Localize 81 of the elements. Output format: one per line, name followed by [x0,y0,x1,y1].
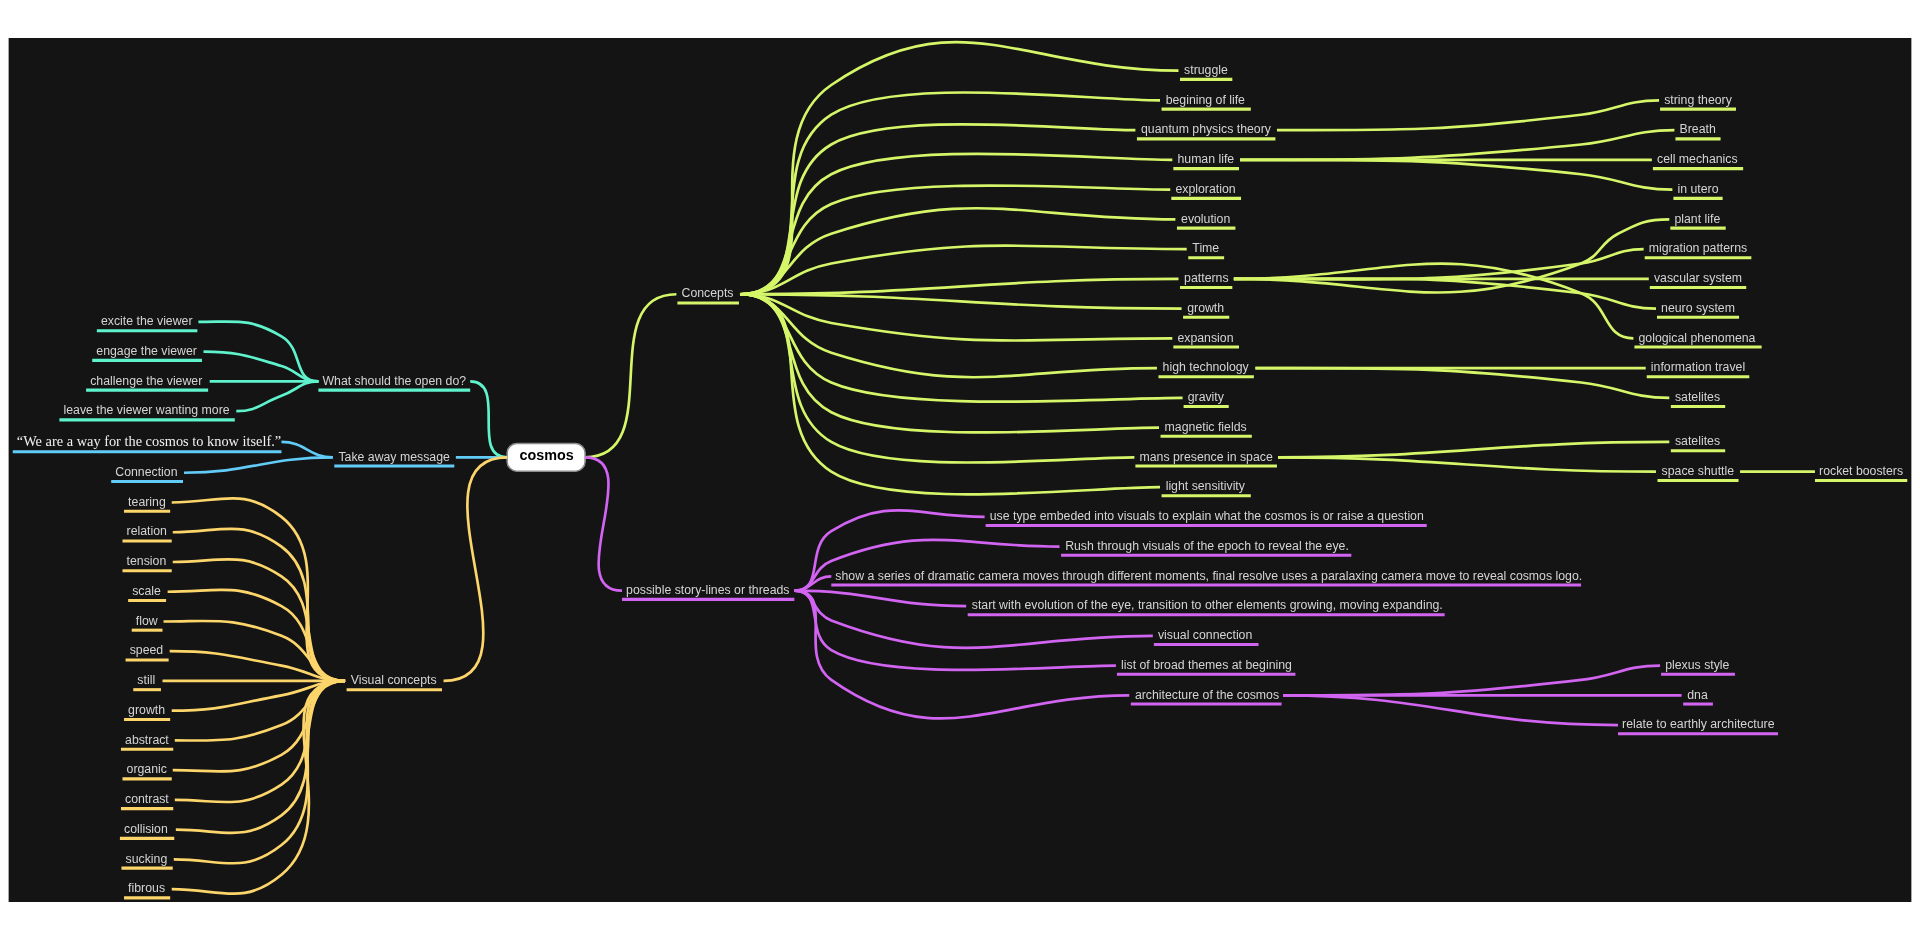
connector [169,649,346,682]
node-text: “We are a way for the cosmos to know itself.” [16,432,282,449]
connector [1255,366,1670,399]
node-text: plant life [1674,211,1721,226]
node-text: sucking [125,851,168,866]
connector [794,588,1130,720]
node-text: quantum physics theory [1141,121,1271,136]
node-text: migration patterns [1648,240,1748,255]
connector [1740,469,1815,473]
node-text: Connection [115,464,178,479]
connector [1276,98,1660,131]
node-text: Visual concepts [350,672,437,687]
node-text: tension [126,553,167,568]
node-text: growth [1187,300,1225,315]
node-text: cell mechanics [1656,151,1738,166]
node-text: flow [135,613,158,628]
node-text: use type embeded into visuals to explain what the cosmos is or raise a question [989,508,1424,523]
node-text: relate to earthly architecture [1622,716,1775,731]
node-text: challenge the viewer [90,373,203,388]
node-text: organic [126,761,167,776]
node-text: possible story-lines or threads [626,582,790,597]
connector [584,455,623,592]
connector [1233,261,1634,340]
node-text: in utero [1677,181,1719,196]
node-text: string theory [1664,92,1732,107]
connector [1277,455,1656,473]
node-text: plexus style [1665,657,1730,672]
node-text: show a series of dramatic camera moves through different moments, final resolve uses a paralaxing camera move to reveal cosmos logo. [835,568,1583,583]
node-text: relation [126,523,167,538]
node-text: fibrous [128,880,166,895]
node-text: gravity [1187,389,1224,404]
node-text: expansion [1177,330,1234,345]
node-text: collision [124,821,168,836]
node-text: human life [1177,151,1235,166]
connector [163,619,346,682]
node-box: cosmos [506,442,586,472]
connector [739,292,1161,496]
node-text: speed [129,642,164,657]
node-text: visual connection [1157,627,1253,642]
node-text: architecture of the cosmos [1134,686,1280,701]
connector [1240,158,1673,191]
node-text: contrast [125,791,169,806]
node-text: gological phenomena [1638,330,1756,345]
connector [184,455,333,474]
node-text: scale [132,583,161,598]
node-text: rocket boosters [1819,463,1904,478]
node-text: evolution [1181,211,1231,226]
node-text: engage the viewer [96,343,197,358]
node-text: high technology [1162,359,1249,374]
node-text: neuro system [1661,300,1735,315]
node-text: patterns [1184,270,1229,285]
node-text: space shuttle [1661,463,1735,478]
node-text: leave the viewer wanting more [63,402,230,417]
node-text: still [137,672,156,687]
node-text: vascular system [1653,270,1743,285]
node-text: struggle [1184,62,1228,77]
node-text: excite the viewer [100,313,193,328]
node-text: satelites [1674,389,1721,404]
connector [236,379,319,412]
node-text: Breath [1679,121,1716,136]
node-text: mans presence in space [1139,449,1273,464]
node-text: Concepts [681,285,734,300]
node-text: begining of life [1165,92,1245,107]
node-text: tearing [128,494,166,509]
node-text: Time [1192,240,1220,255]
node-text: Take away message [338,449,450,464]
connector [171,496,346,682]
node-text: Rush through visuals of the epoch to reveal the eye. [1065,538,1349,553]
node-text: start with evolution of the eye, transition to other elements growing, moving expanding. [971,597,1443,612]
node-text: dna [1687,686,1708,701]
node-text: information travel [1650,359,1746,374]
node-text: exploration [1175,181,1236,196]
node-text: satelites [1674,433,1721,448]
connector [167,587,346,682]
connector [1283,693,1619,726]
node-text: light sensitivity [1165,478,1245,493]
node-text: list of broad themes at begining [1121,657,1292,672]
node-text: What should the open do? [322,373,467,388]
node-text: growth [128,702,166,717]
node-text: abstract [125,732,169,747]
node-text: magnetic fields [1164,419,1247,434]
